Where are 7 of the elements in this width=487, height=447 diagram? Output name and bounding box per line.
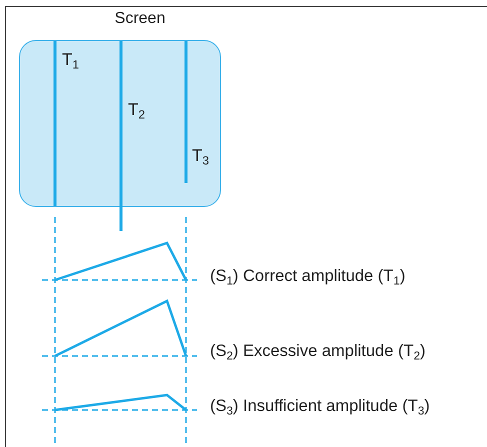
waveform-label: (S$_{3}$) Insufficient amplitude (T$_{3}$) xyxy=(210,397,430,416)
waveform-label: (S$_{2}$) Excessive amplitude (T$_{2}$) xyxy=(210,342,426,361)
screen-heading: Screen xyxy=(114,10,166,28)
trace-label: T$_{1}$ xyxy=(62,50,80,70)
trace-label: T$_{3}$ xyxy=(192,146,210,166)
waveform-label: (S$_{1}$) Correct amplitude (T$_{1}$) xyxy=(210,267,406,286)
trace-label: T$_{2}$ xyxy=(128,100,146,120)
